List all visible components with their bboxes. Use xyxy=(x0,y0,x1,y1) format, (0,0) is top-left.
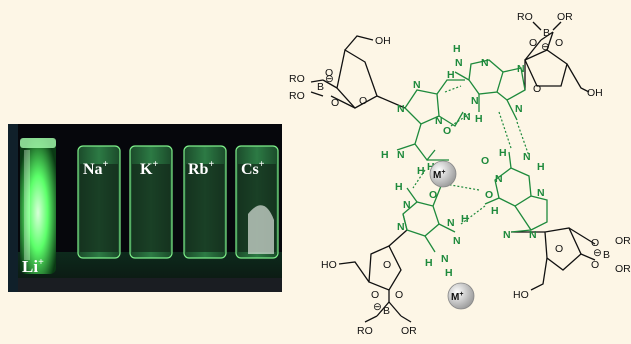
label-h-g4b: H xyxy=(537,161,545,173)
guanine-bonds xyxy=(396,59,548,253)
label-h-g4a: H xyxy=(499,147,507,159)
vial-label-cs: Cs+ xyxy=(241,159,265,178)
hydrogen-bonds xyxy=(412,85,530,225)
label-or-bl: OR xyxy=(401,325,417,337)
label-h-g1a: H xyxy=(381,149,389,161)
label-ro-tr: RO xyxy=(517,11,533,23)
label-o-tl1: O xyxy=(325,67,333,79)
label-n-g2c: N xyxy=(481,57,489,69)
vial-label-li: Li+ xyxy=(22,257,44,276)
label-o-tl3: O xyxy=(359,95,367,107)
label-h-g2a: H xyxy=(447,69,455,81)
sugar-bonds xyxy=(310,21,596,323)
label-n-g2e: N xyxy=(515,103,523,115)
label-o-tl2: O xyxy=(331,97,339,109)
label-minus-tl: ⊖ xyxy=(325,73,334,85)
metal-ion-bottom: M+ xyxy=(447,282,475,310)
vial-label-k: K+ xyxy=(140,159,158,178)
label-h-g2b: H xyxy=(453,43,461,55)
label-h-g2c: H xyxy=(475,113,483,125)
label-h-g3c: H xyxy=(425,257,433,269)
label-ro-bl: RO xyxy=(357,325,373,337)
vial-scene: Li+ Na+ K+ Rb+ Cs+ xyxy=(8,124,282,292)
label-h-g1b: H xyxy=(417,165,425,177)
label-h-g4c: H xyxy=(491,205,499,217)
label-o-br3: O xyxy=(591,259,599,271)
label-n-g1a: N xyxy=(397,103,405,115)
label-h-g3b: H xyxy=(445,267,453,279)
label-ho-bl: HO xyxy=(321,259,337,271)
label-or-tr: OR xyxy=(557,11,573,23)
fluorescence-photo: Li+ Na+ K+ Rb+ Cs+ xyxy=(8,124,282,292)
label-o-bl3: O xyxy=(395,289,403,301)
label-n-g3b: N xyxy=(403,199,411,211)
label-n-g2b: N xyxy=(471,95,479,107)
label-n-g3e: N xyxy=(441,253,449,265)
label-o-g3: O xyxy=(429,189,437,201)
label-minus-bl: ⊖ xyxy=(373,301,382,313)
label-b-bl: B xyxy=(383,305,390,317)
vial-li xyxy=(20,138,56,274)
label-n-g2d: N xyxy=(517,63,525,75)
label-or-br1: OR xyxy=(615,235,631,247)
label-n-g3d: N xyxy=(453,235,461,247)
label-n-g4a: N xyxy=(495,173,503,185)
guanine-labels: N N N N O H N H H H N H N N N H N O N N … xyxy=(381,43,545,279)
label-b-tr: B xyxy=(543,27,550,39)
label-o-g4: O xyxy=(485,189,493,201)
vial-label-na: Na+ xyxy=(83,159,109,178)
metal-label-bottom: M+ xyxy=(451,291,463,303)
label-b-tl: B xyxy=(317,81,324,93)
label-h-g3a: H xyxy=(461,213,469,225)
label-n-g3a: N xyxy=(397,221,405,233)
label-n-g1e: N xyxy=(397,149,405,161)
g-quartet-svg: RO RO B ⊖ O O O OH RO OR B ⊖ O O O OH HO… xyxy=(289,11,631,337)
label-minus-tr: ⊖ xyxy=(541,41,550,53)
label-ro-tl1: RO xyxy=(289,73,305,85)
label-o-g1: O xyxy=(443,125,451,137)
label-o-br1: O xyxy=(555,243,563,255)
label-n-g1b: N xyxy=(413,79,421,91)
vial-rb xyxy=(183,145,227,259)
label-n-g3c: N xyxy=(447,217,455,229)
label-n-g1d: N xyxy=(463,111,471,123)
label-ho-br: HO xyxy=(513,289,529,301)
label-h-g1c: H xyxy=(427,161,435,173)
metal-label-center: M+ xyxy=(433,169,445,181)
label-n-g4b: N xyxy=(523,151,531,163)
label-o-tr1: O xyxy=(529,37,537,49)
label-n-g4d: N xyxy=(529,229,537,241)
label-oh-tl: OH xyxy=(375,35,391,47)
metal-ion-center: M+ xyxy=(429,160,457,188)
label-b-br: B xyxy=(603,249,610,261)
label-o-br2: O xyxy=(591,237,599,249)
vial-na xyxy=(77,145,121,259)
label-n-g4e: N xyxy=(503,229,511,241)
sugar-labels: RO RO B ⊖ O O O OH RO OR B ⊖ O O O OH HO… xyxy=(289,11,631,337)
label-oh-tr: OH xyxy=(587,87,603,99)
label-o-bl2: O xyxy=(371,289,379,301)
label-o-bl1: O xyxy=(383,259,391,271)
label-minus-br: ⊖ xyxy=(593,247,602,259)
label-n-g1c: N xyxy=(435,115,443,127)
vial-label-rb: Rb+ xyxy=(188,159,214,178)
label-n-g2a: N xyxy=(455,57,463,69)
label-o-tr2: O xyxy=(555,37,563,49)
label-n-g4c: N xyxy=(537,187,545,199)
label-or-br2: OR xyxy=(615,263,631,275)
label-o-tr3: O xyxy=(533,83,541,95)
vial-k xyxy=(129,145,173,259)
label-ro-tl2: RO xyxy=(289,90,305,102)
g-quartet-structure: RO RO B ⊖ O O O OH RO OR B ⊖ O O O OH HO… xyxy=(285,0,631,344)
label-o-g2: O xyxy=(481,155,489,167)
vial-cs xyxy=(235,145,279,259)
label-h-g3d: H xyxy=(395,181,403,193)
